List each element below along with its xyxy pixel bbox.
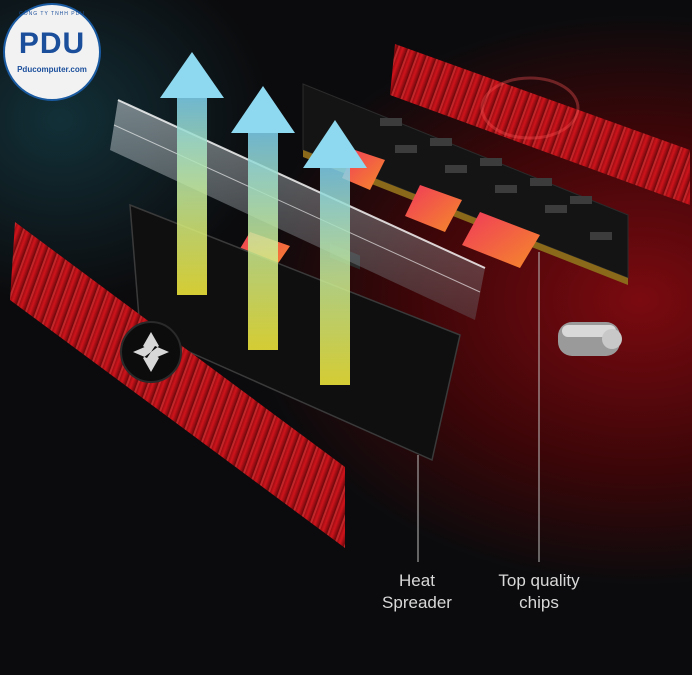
logo-url: Pducomputer.com (17, 65, 87, 74)
airflow-arrows (160, 52, 367, 385)
heatsink-bottom-left (10, 222, 345, 548)
heat-spreader-label-line1: Heat (399, 571, 435, 590)
arrow-3 (303, 120, 367, 385)
chips-label-line1: Top quality (498, 571, 580, 590)
logo-ring-text: CÔNG TY TNHH PDU (19, 11, 85, 17)
heatsink-top-right (390, 44, 690, 205)
logo-mark: PDU (18, 27, 86, 60)
heat-spreader-label-line2: Spreader (382, 593, 452, 612)
arrow-1 (160, 52, 224, 295)
arrow-2 (231, 86, 295, 350)
chips-label: Top quality chips (484, 570, 594, 614)
pdu-watermark-logo: CÔNG TY TNHH PDU PDU Pducomputer.com (3, 3, 101, 101)
screw-connector (558, 322, 622, 356)
chips-label-line2: chips (519, 593, 559, 612)
heat-spreader-label: Heat Spreader (372, 570, 462, 614)
